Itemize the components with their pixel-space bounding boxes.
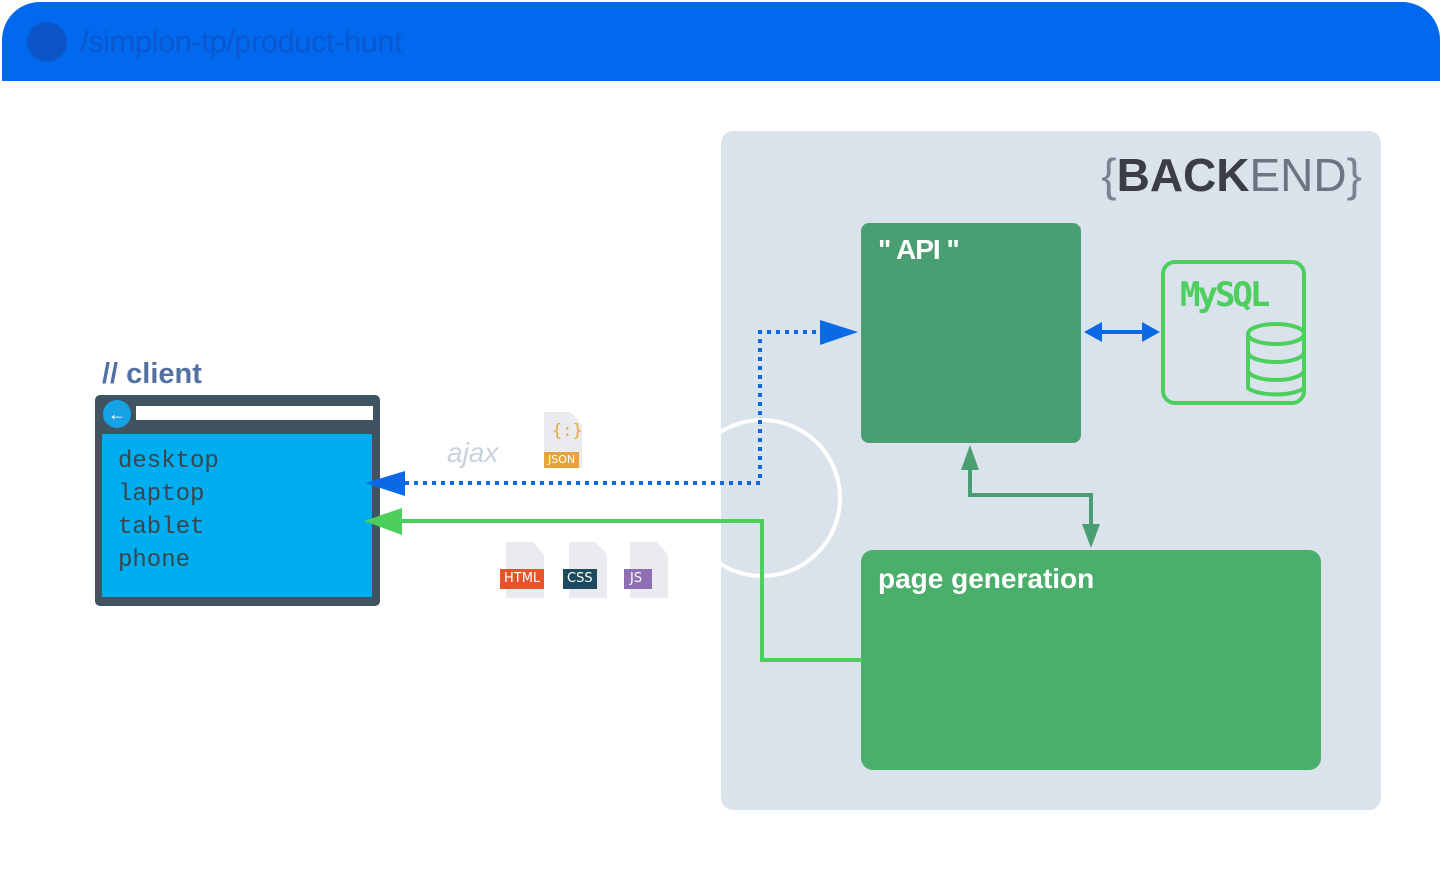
page-arrowhead-client bbox=[364, 508, 402, 535]
html-file-icon: HTML bbox=[500, 542, 545, 598]
js-tag: JS bbox=[624, 569, 653, 589]
mysql-arrowhead-left bbox=[1084, 322, 1102, 342]
css-tag: CSS bbox=[563, 569, 597, 589]
device-desktop: desktop bbox=[118, 448, 219, 475]
ajax-arrowhead-client bbox=[365, 471, 405, 496]
device-phone: phone bbox=[118, 547, 191, 574]
client-title: // client bbox=[102, 358, 202, 390]
api-page-link bbox=[968, 466, 1093, 528]
brace-close: } bbox=[1346, 149, 1362, 201]
js-file-icon: JS bbox=[624, 542, 668, 598]
repo-path[interactable]: /simplon-tp/product-hunt bbox=[80, 24, 403, 59]
ajax-arrowhead-api bbox=[820, 320, 858, 345]
address-bar[interactable] bbox=[136, 406, 373, 420]
ajax-arrow-path bbox=[405, 330, 822, 485]
json-file-icon: {:} JSON bbox=[538, 412, 583, 468]
database-icon bbox=[1246, 322, 1306, 397]
css-file-icon: CSS bbox=[563, 542, 607, 598]
api-label: " API " bbox=[878, 234, 960, 265]
api-box bbox=[861, 223, 1081, 443]
mysql-label: MySQL bbox=[1180, 275, 1270, 315]
page-arrow-path bbox=[400, 519, 862, 662]
header-dot-icon bbox=[27, 22, 67, 62]
page-generation-label: page generation bbox=[878, 563, 1095, 594]
api-arrowhead-up bbox=[961, 445, 979, 470]
mysql-arrowhead-right bbox=[1142, 322, 1160, 342]
brace-open: { bbox=[1101, 149, 1117, 201]
page-generation-box bbox=[861, 550, 1321, 770]
ajax-label: ajax bbox=[447, 437, 499, 468]
json-tag: JSON bbox=[544, 452, 580, 468]
header-bar: /simplon-tp/product-hunt bbox=[2, 2, 1440, 81]
backend-title-bold: BACK bbox=[1116, 149, 1250, 201]
device-tablet: tablet bbox=[118, 514, 205, 541]
page-arrowhead-down bbox=[1082, 524, 1100, 548]
json-glyph: {:} bbox=[552, 421, 583, 441]
backend-title: {BACKEND} bbox=[1101, 148, 1362, 202]
client-screen bbox=[102, 434, 372, 597]
html-tag: HTML bbox=[500, 569, 545, 589]
backend-title-light: END bbox=[1249, 149, 1347, 201]
back-arrow-icon[interactable]: ← bbox=[103, 400, 131, 428]
device-laptop: laptop bbox=[118, 481, 205, 508]
